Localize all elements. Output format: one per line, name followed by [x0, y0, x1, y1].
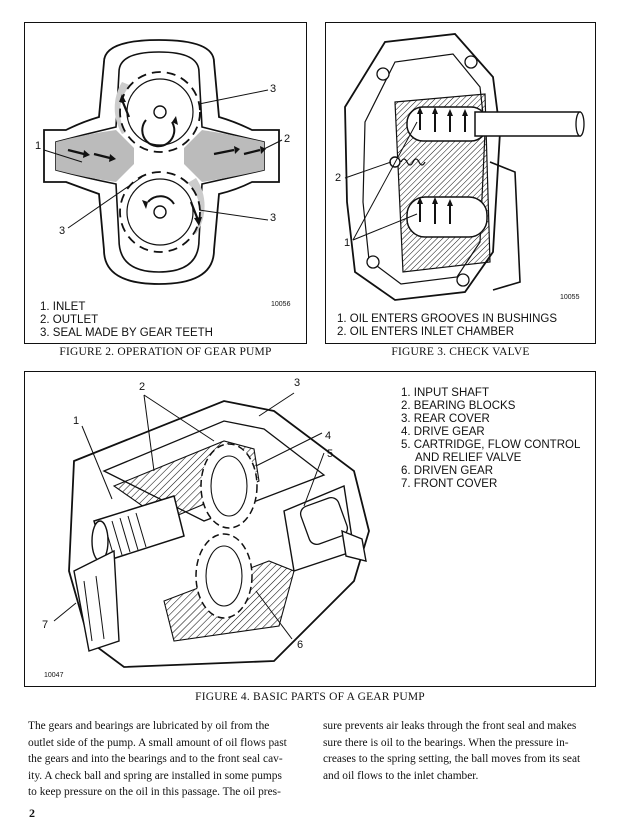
gear-pump-operation-drawing: [43, 39, 283, 285]
fig4-caption: FIGURE 4. BASIC PARTS OF A GEAR PUMP: [195, 691, 425, 703]
fig2-caption: FIGURE 2. OPERATION OF GEAR PUMP: [59, 346, 272, 358]
fig4-legend: 1. INPUT SHAFT 2. BEARING BLOCKS 3. REAR…: [401, 387, 580, 491]
fig3-legend-item: 2. OIL ENTERS INLET CHAMBER: [337, 326, 515, 338]
body-line: ity. A check ball and spring are install…: [28, 769, 282, 782]
driven-gear: [119, 171, 201, 253]
body-line: and oil flows to the inlet chamber.: [323, 769, 479, 782]
check-valve-drawing: [344, 33, 585, 301]
fig3-drawing-number: 10055: [560, 294, 580, 301]
body-line: The gears and bearings are lubricated by…: [28, 720, 270, 732]
fig4-legend-item: 1. INPUT SHAFT: [401, 387, 489, 399]
fig2-legend-item: 2. OUTLET: [40, 314, 99, 326]
body-line: outlet side of the pump. A small amount …: [28, 736, 287, 749]
fig3-callout-grooves: 1: [344, 237, 351, 249]
fig4-callout-driven-gear: 6: [297, 639, 304, 651]
fig2-callout-seal-bottom: 3: [270, 212, 277, 224]
body-text-left-column: The gears and bearings are lubricated by…: [28, 718, 304, 801]
fig2-drawing-number: 10056: [271, 301, 291, 308]
fig4-legend-item: 4. DRIVE GEAR: [401, 426, 485, 438]
fig2-legend-item: 1. INLET: [40, 301, 86, 313]
fig4-legend-item: 3. REAR COVER: [401, 413, 490, 425]
fig4-legend-item: AND RELIEF VALVE: [415, 452, 522, 464]
body-line: sure there is oil to the bearings. When …: [323, 736, 569, 749]
fig4-drawing-number: 10047: [44, 672, 64, 679]
fig2-callout-seal-top: 3: [270, 83, 277, 95]
fig3-callout-inlet-chamber: 2: [335, 172, 342, 184]
fig4-callout-input-shaft: 1: [73, 415, 80, 427]
fig4-callout-rear-cover: 3: [294, 377, 301, 389]
fig4-callout-drive-gear: 4: [325, 430, 332, 442]
body-line: to keep pressure on the oil in this pass…: [28, 786, 281, 799]
fig4-callout-cartridge: 5: [327, 448, 334, 460]
fig4-callout-bearing-blocks: 2: [139, 381, 146, 393]
body-text-right-column: sure prevents air leaks through the fron…: [323, 718, 595, 784]
fig4-legend-item: 6. DRIVEN GEAR: [401, 465, 494, 477]
body-line: the gears and into the bearings and to t…: [28, 753, 283, 766]
fig4-legend-item: 2. BEARING BLOCKS: [401, 400, 516, 412]
drive-gear: [119, 71, 201, 153]
page-number: 2: [29, 806, 35, 820]
fig2-legend: 1. INLET 2. OUTLET 3. SEAL MADE BY GEAR …: [40, 301, 213, 340]
body-line: sure prevents air leaks through the fron…: [323, 720, 577, 732]
fig3-legend: 1. OIL ENTERS GROOVES IN BUSHINGS 2. OIL…: [337, 313, 557, 339]
body-line: creases to the spring setting, the ball …: [323, 753, 581, 766]
fig4-callout-front-cover: 7: [42, 619, 49, 631]
gear-pump-parts-drawing: [53, 392, 370, 668]
fig4-legend-item: 7. FRONT COVER: [401, 478, 498, 490]
fig2-callout-inlet: 1: [35, 140, 42, 152]
fig2-legend-item: 3. SEAL MADE BY GEAR TEETH: [40, 327, 213, 339]
fig2-callout-outlet: 2: [284, 133, 291, 145]
fig3-caption: FIGURE 3. CHECK VALVE: [391, 346, 530, 358]
fig3-legend-item: 1. OIL ENTERS GROOVES IN BUSHINGS: [337, 313, 558, 325]
fig2-callout-seal-left: 3: [59, 225, 66, 237]
fig4-legend-item: 5. CARTRIDGE, FLOW CONTROL: [401, 439, 581, 451]
